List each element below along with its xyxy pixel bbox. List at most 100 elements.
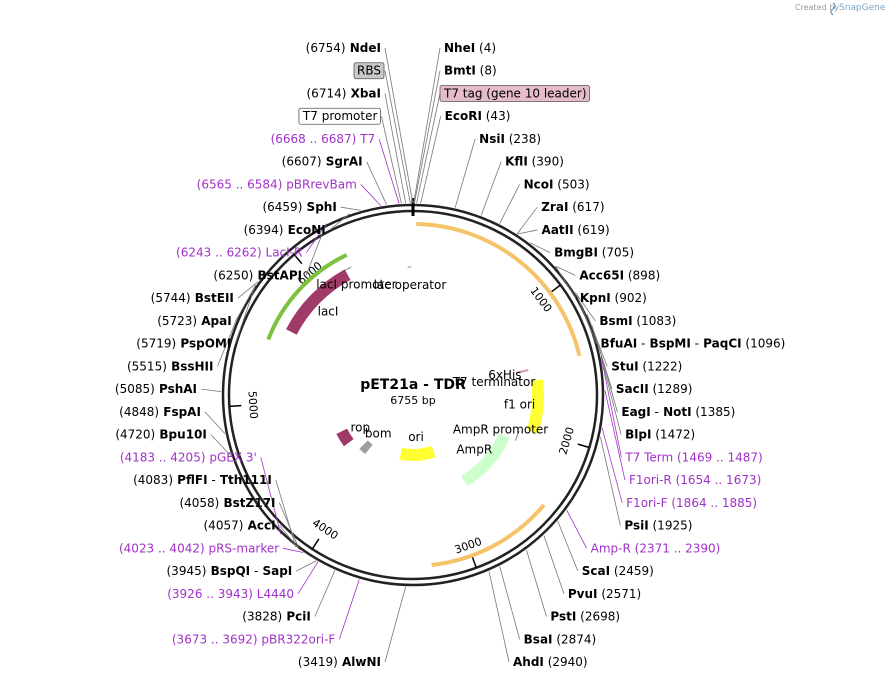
leader-line bbox=[306, 223, 327, 253]
leader-line bbox=[480, 161, 502, 216]
site-label-part: (2571) bbox=[598, 587, 642, 601]
site-label-part: (8) bbox=[476, 64, 497, 78]
site-label-part: ZraI bbox=[541, 200, 568, 214]
site-label-nhei: NheI (4) bbox=[444, 41, 496, 55]
feature-box bbox=[353, 62, 385, 80]
feature-ampr-promoter bbox=[514, 430, 520, 441]
site-label-part: BstEII bbox=[191, 291, 234, 305]
svg-text:PstI (2698): PstI (2698) bbox=[550, 610, 620, 624]
leader-line bbox=[499, 184, 520, 224]
site-label-part: EcoRI bbox=[445, 109, 482, 123]
site-label-part: NheI bbox=[444, 41, 475, 55]
site-label-bstapi: (6250) BstAPI bbox=[213, 268, 302, 282]
site-label-part: (3926 .. 3943) bbox=[167, 587, 253, 601]
site-label-part: AatII bbox=[542, 223, 574, 237]
leader-line bbox=[555, 265, 576, 276]
svg-text:KflI (390): KflI (390) bbox=[505, 155, 564, 169]
site-label-part: (1925) bbox=[649, 519, 693, 533]
leader-line bbox=[204, 411, 226, 434]
leader-line bbox=[314, 570, 336, 617]
site-label-pflfi: (4083) PflFI - Tth111I bbox=[133, 473, 272, 487]
svg-text:(5085) PshAI: (5085) PshAI bbox=[115, 382, 197, 396]
site-label-laci-r: (6243 .. 6262) LacI-R bbox=[176, 246, 302, 260]
site-label-part: AhdI bbox=[513, 655, 544, 669]
leader-line bbox=[279, 525, 300, 551]
site-label-part: - bbox=[637, 337, 645, 351]
svg-text:NcoI (503): NcoI (503) bbox=[524, 177, 590, 191]
tick-mark bbox=[229, 404, 242, 408]
site-label-f1ori-f: F1ori-F (1864 .. 1885) bbox=[626, 496, 757, 510]
leader-line bbox=[499, 566, 521, 640]
site-label-part: NdeI bbox=[346, 41, 381, 55]
leader-line bbox=[420, 116, 442, 204]
site-label-t7primer: (6668 .. 6687) T7 bbox=[271, 132, 375, 146]
svg-text:(6394) EcoNI: (6394) EcoNI bbox=[244, 223, 326, 237]
site-label-part: SgrAI bbox=[322, 155, 363, 169]
feature-label-his-tag: 6xHis bbox=[488, 368, 521, 382]
feature-rop bbox=[336, 428, 354, 447]
site-label-part: (617) bbox=[568, 200, 604, 214]
site-label-amp-r: Amp-R (2371 .. 2390) bbox=[591, 541, 721, 555]
leader-line bbox=[384, 93, 407, 204]
plasmid-size: 6755 bp bbox=[390, 394, 435, 407]
site-label-part: (2459) bbox=[610, 564, 654, 578]
site-label-part: PshAI bbox=[155, 382, 197, 396]
site-label-part: (6243 .. 6262) bbox=[176, 246, 262, 260]
feature-f1-ori bbox=[526, 379, 544, 434]
leader-line bbox=[597, 341, 618, 412]
svg-text:EagI - NotI (1385): EagI - NotI (1385) bbox=[621, 405, 735, 419]
svg-text:(4720) Bpu10I: (4720) Bpu10I bbox=[115, 428, 207, 442]
site-label-prs-marker: (4023 .. 4042) pRS-marker bbox=[119, 541, 279, 555]
site-label-blpi: BlpI (1472) bbox=[625, 428, 695, 442]
site-label-l4440: (3926 .. 3943) L4440 bbox=[167, 587, 294, 601]
watermark-brand: SnapGene bbox=[839, 3, 886, 13]
feature-bom bbox=[359, 440, 373, 455]
site-label-part: (6565 .. 6584) bbox=[197, 177, 283, 191]
leader-line bbox=[413, 47, 441, 204]
feature-label-lac-operator: lac operator bbox=[374, 278, 447, 292]
svg-text:KpnI (902): KpnI (902) bbox=[580, 291, 647, 305]
site-label-pbr322ori-f: (3673 .. 3692) pBR322ori-F bbox=[172, 632, 336, 646]
leader-line bbox=[384, 70, 411, 204]
site-label-part: (898) bbox=[624, 268, 660, 282]
site-label-part: XbaI bbox=[346, 86, 381, 100]
site-label-part: (6754) bbox=[306, 41, 346, 55]
leader-line bbox=[574, 292, 596, 322]
leader-line bbox=[384, 47, 414, 204]
svg-text:T7 tag (gene 10 leader): T7 tag (gene 10 leader) bbox=[443, 86, 587, 100]
site-label-part: Acc65I bbox=[579, 268, 624, 282]
tick-label: 2000 bbox=[557, 426, 577, 457]
leader-line bbox=[529, 242, 551, 254]
leader-line bbox=[516, 206, 538, 235]
site-label-t7tag: T7 tag (gene 10 leader) bbox=[439, 85, 590, 102]
site-label-part: - bbox=[691, 337, 699, 351]
site-label-fspai: (4848) FspAI bbox=[119, 405, 201, 419]
feature-laci-outer bbox=[266, 253, 348, 341]
site-label-part: (3673 .. 3692) bbox=[172, 632, 258, 646]
site-label-part: BsaI bbox=[524, 632, 553, 646]
leader-line bbox=[557, 520, 579, 572]
site-label-part: FspAI bbox=[159, 405, 201, 419]
svg-text:BlpI (1472): BlpI (1472) bbox=[625, 428, 695, 442]
leader-line bbox=[217, 317, 238, 367]
site-label-part: ApaI bbox=[197, 314, 232, 328]
leader-line bbox=[414, 70, 441, 204]
leader-line bbox=[384, 586, 406, 663]
site-label-part: SphI bbox=[302, 200, 336, 214]
feature-ampr bbox=[460, 433, 510, 487]
site-label-part: (1654 .. 1673) bbox=[672, 473, 762, 487]
tick-mark bbox=[311, 538, 320, 550]
site-label-bsai: BsaI (2874) bbox=[524, 632, 597, 646]
site-label-part: AccI bbox=[243, 519, 275, 533]
leader-line bbox=[275, 479, 297, 548]
site-label-part: (3945) bbox=[167, 564, 207, 578]
site-label-aatii: AatII (619) bbox=[542, 223, 610, 237]
site-label-part: (705) bbox=[598, 246, 634, 260]
feature-box bbox=[439, 85, 590, 102]
site-label-part: LacI-R bbox=[262, 246, 303, 260]
svg-text:(5744) BstEII: (5744) BstEII bbox=[151, 291, 234, 305]
site-label-part: - bbox=[250, 564, 258, 578]
site-label-acc65i: Acc65I (898) bbox=[579, 268, 660, 282]
site-label-part: EagI bbox=[621, 405, 650, 419]
